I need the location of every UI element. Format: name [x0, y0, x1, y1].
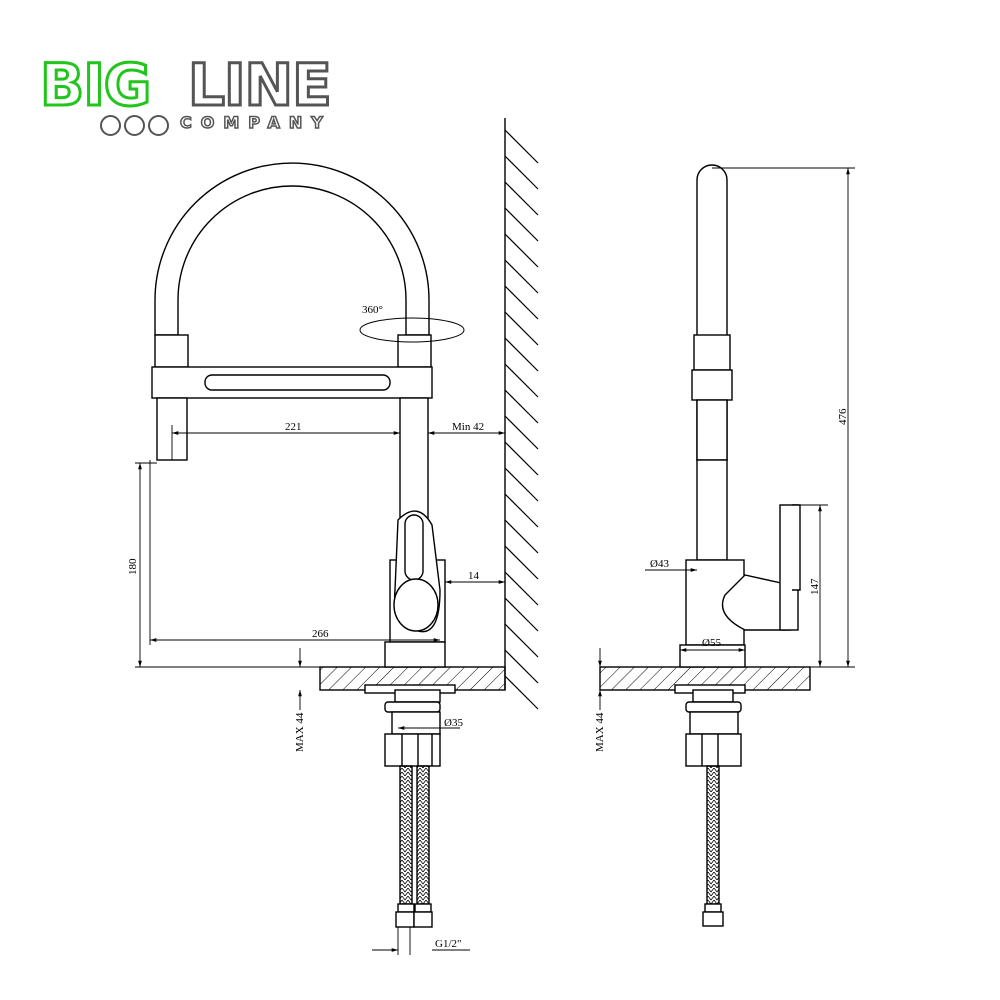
label-total-height: 476 [837, 408, 849, 425]
wall-hatch-line [504, 623, 539, 658]
wall-hatch-line [504, 493, 539, 528]
wall-hatch-line [504, 571, 539, 606]
wall-hatch-line [504, 181, 539, 216]
wall-hatch-line [504, 415, 539, 450]
logo-circle-icon [100, 115, 121, 136]
label-total-reach: 266 [312, 628, 329, 640]
wall-hatch-line [504, 467, 539, 502]
wall [504, 118, 539, 710]
label-wall-min: Min 42 [452, 421, 484, 433]
logo-text-line: LINE [187, 51, 334, 119]
countertop-front [135, 666, 506, 694]
wall-hatch-line [504, 363, 539, 398]
dimension-lines-side [598, 167, 855, 710]
rotation-indicator [359, 317, 465, 343]
label-lever-height: 147 [809, 578, 821, 595]
wall-hatch-line [504, 259, 539, 294]
wall-hatch-line [504, 597, 539, 632]
wall-hatch-line [504, 519, 539, 554]
wall-hatch-line [504, 129, 539, 164]
dimension-lines-front [135, 425, 505, 955]
company-logo: BIG LINE COMPANY [38, 51, 370, 136]
wall-hatch-line [504, 207, 539, 242]
wall-hatch-line [504, 649, 539, 684]
label-spout-height: 180 [127, 558, 139, 575]
wall-hatch-line [504, 285, 539, 320]
logo-circle-icon [124, 115, 145, 136]
wall-hatch-line [504, 441, 539, 476]
faucet-side [679, 164, 801, 927]
label-body-diameter: Ø43 [650, 558, 669, 570]
wall-hatch-line [504, 155, 539, 190]
label-max-thickness-side: MAX 44 [594, 712, 606, 752]
wall-hatch-line [504, 675, 539, 710]
wall-hatch-line [504, 389, 539, 424]
label-max-thickness-front: MAX 44 [294, 712, 306, 752]
wall-hatch-line [504, 545, 539, 580]
label-thread: G1/2" [435, 938, 462, 950]
countertop-side [599, 666, 811, 694]
label-shank-diameter: Ø35 [444, 717, 463, 729]
logo-circle-icon [148, 115, 169, 136]
label-rotation: 360° [362, 304, 383, 316]
wall-hatch-line [504, 233, 539, 268]
label-wall-body: 14 [468, 570, 480, 582]
faucet-front [151, 162, 446, 928]
logo-text-big: BIG [38, 51, 152, 119]
wall-hatch-line [504, 337, 539, 372]
logo-subtitle: COMPANY [179, 112, 332, 133]
label-reach: 221 [285, 421, 302, 433]
wall-hatch-line [504, 311, 539, 346]
label-base-diameter: Ø55 [702, 637, 721, 649]
